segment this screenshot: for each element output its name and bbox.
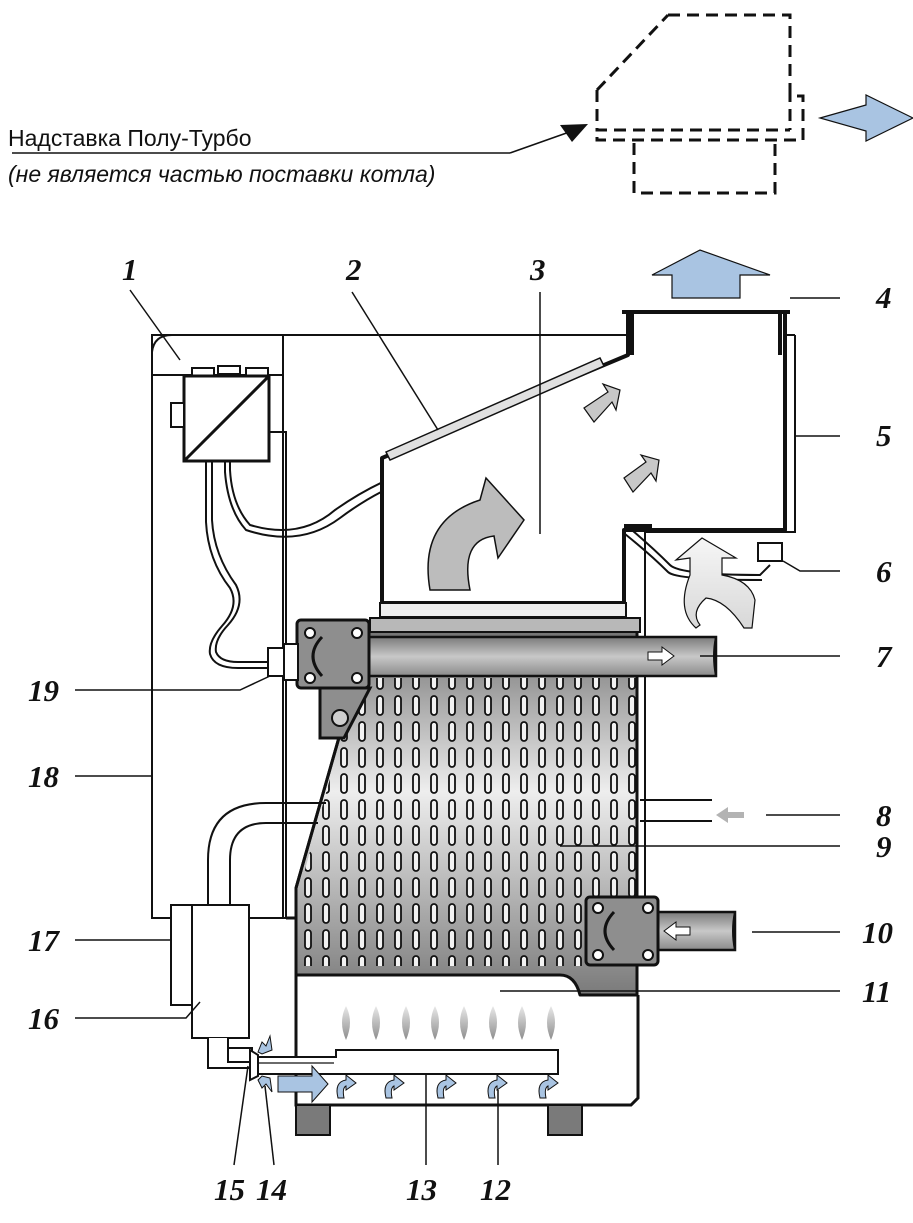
gas-pipe <box>207 802 326 905</box>
label-7: 7 <box>876 639 893 674</box>
flue-small-arrows <box>583 382 660 493</box>
label-10: 10 <box>862 915 893 950</box>
control-thermostat <box>170 365 271 463</box>
label-9: 9 <box>876 829 892 864</box>
caption-leader <box>509 129 576 154</box>
flue-gas-curved-arrow <box>427 476 525 591</box>
label-13: 13 <box>406 1172 437 1207</box>
label-2: 2 <box>345 252 362 287</box>
leader-lines <box>75 289 840 1166</box>
sensor-fitting <box>267 647 285 677</box>
label-12: 12 <box>480 1172 511 1207</box>
label-5: 5 <box>876 418 892 453</box>
burner <box>249 1048 559 1082</box>
drain-connection <box>640 799 744 823</box>
label-1: 1 <box>122 252 138 287</box>
label-11: 11 <box>862 974 891 1009</box>
turbo-extension-note: (не является частью поставки котла) <box>8 161 436 187</box>
turbo-extension-caption: Надставка Полу-Турбо <box>8 125 252 151</box>
label-8: 8 <box>876 798 892 833</box>
injector-air-arrows <box>257 1034 273 1093</box>
primary-air-arrows <box>336 1073 559 1099</box>
flow-pipe <box>295 618 718 740</box>
label-18: 18 <box>28 759 60 794</box>
insulation-cover <box>384 357 606 461</box>
flue-gas-up-arrow <box>651 249 771 299</box>
exhaust-arrow-right <box>817 94 913 142</box>
main-air-arrow <box>277 1064 329 1104</box>
burner-flames <box>342 1006 555 1040</box>
turbo-extension <box>595 13 805 195</box>
flue-sensor <box>757 542 783 562</box>
label-14: 14 <box>256 1172 287 1207</box>
caption-arrowhead <box>560 124 588 142</box>
label-4: 4 <box>875 280 892 315</box>
gas-valve <box>170 904 253 1069</box>
dilution-air-arrow <box>674 537 756 629</box>
label-6: 6 <box>876 554 892 589</box>
label-19: 19 <box>28 673 59 708</box>
boiler-feet <box>295 1104 583 1136</box>
label-3: 3 <box>529 252 546 287</box>
label-15: 15 <box>214 1172 245 1207</box>
return-pipe <box>584 895 737 967</box>
heat-exchanger <box>294 617 641 997</box>
label-17: 17 <box>28 923 61 958</box>
label-16: 16 <box>28 1001 60 1036</box>
